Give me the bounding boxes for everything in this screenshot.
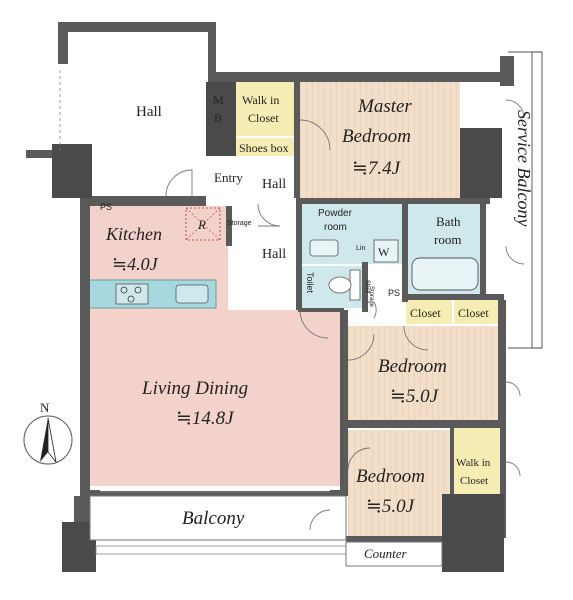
- powder-room-label-1: Powder: [318, 208, 353, 219]
- walls: [26, 22, 514, 542]
- ps-left-label: PS: [100, 202, 112, 212]
- powder-sink-icon: [309, 239, 339, 257]
- counter-strip: [345, 541, 443, 567]
- stove-icon: [115, 283, 149, 305]
- service-balcony-label: Service Balcony: [514, 110, 534, 226]
- fridge-label: R: [197, 217, 206, 232]
- powder-room-label-2: room: [324, 222, 347, 233]
- master-bedroom-size: ≒7.4J: [352, 158, 402, 179]
- walk-in-closet-low-label-2: Closet: [460, 475, 488, 487]
- master-bedroom-floor: [298, 80, 460, 198]
- storage-label: Storage: [227, 220, 252, 227]
- bedroom-low-size: ≒5.0J: [366, 496, 416, 517]
- kitchen-sink-icon: [175, 284, 209, 304]
- closet-1-floor: [406, 300, 452, 324]
- closet-2-label: Closet: [458, 306, 489, 320]
- balcony-label: Balcony: [182, 508, 245, 529]
- shoes-box-label: Shoes box: [239, 141, 289, 155]
- hall-top-label: Hall: [136, 104, 162, 120]
- balcony-floor: [89, 495, 347, 541]
- master-bedroom-name-1: Master: [357, 96, 412, 117]
- bath-room-label-1: Bath: [436, 214, 461, 229]
- closet-1-label: Closet: [410, 306, 441, 320]
- living-dining-name: Living Dining: [141, 378, 248, 399]
- washer-label: W: [378, 245, 390, 259]
- hall-entry-label: Hall: [262, 177, 286, 192]
- walk-in-closet-low-floor: [454, 428, 500, 494]
- washer-box: [373, 239, 399, 263]
- kitchen-size: ≒4.0J: [112, 254, 159, 274]
- toilet-label: Toilet: [305, 272, 315, 294]
- shoes-box-floor: [236, 138, 296, 156]
- toilet-bowl-icon: [328, 276, 352, 294]
- hall-mid-label: Hall: [262, 247, 286, 262]
- bedroom-mid-size: ≒5.0J: [390, 386, 440, 407]
- bathtub-icon: [411, 257, 479, 291]
- living-dining-size: ≒14.8J: [176, 408, 235, 429]
- master-bedroom-name-2: Bedroom: [342, 126, 411, 147]
- walk-in-closet-low-label-1: Walk in: [456, 457, 491, 469]
- shelf-label: Shelf: [364, 280, 370, 294]
- bath-room-label-2: room: [434, 232, 461, 247]
- linen-label: Lin: [356, 245, 365, 252]
- counter-label: Counter: [364, 546, 408, 561]
- fridge-box: [185, 207, 221, 241]
- bedroom-low-name: Bedroom: [356, 466, 425, 487]
- walk-in-closet-top-floor: [236, 82, 296, 136]
- living-dining-floor: [88, 310, 344, 486]
- entry-label: Entry: [214, 170, 243, 185]
- door-swings: [165, 99, 525, 531]
- walk-in-closet-top-label-1: Walk in: [242, 93, 279, 107]
- storage-small-label: Storage: [368, 286, 374, 308]
- ps-right-label: PS: [388, 288, 400, 298]
- closet-2-floor: [454, 300, 500, 324]
- mb-label-m: M: [213, 93, 224, 107]
- mb-label-b: B: [214, 111, 222, 125]
- toilet-tank-icon: [349, 269, 361, 301]
- walk-in-closet-top-label-2: Closet: [248, 111, 279, 125]
- kitchen-name: Kitchen: [105, 224, 162, 244]
- compass-icon: [23, 415, 73, 465]
- north-label: N: [40, 400, 50, 415]
- bedroom-mid-name: Bedroom: [378, 356, 447, 377]
